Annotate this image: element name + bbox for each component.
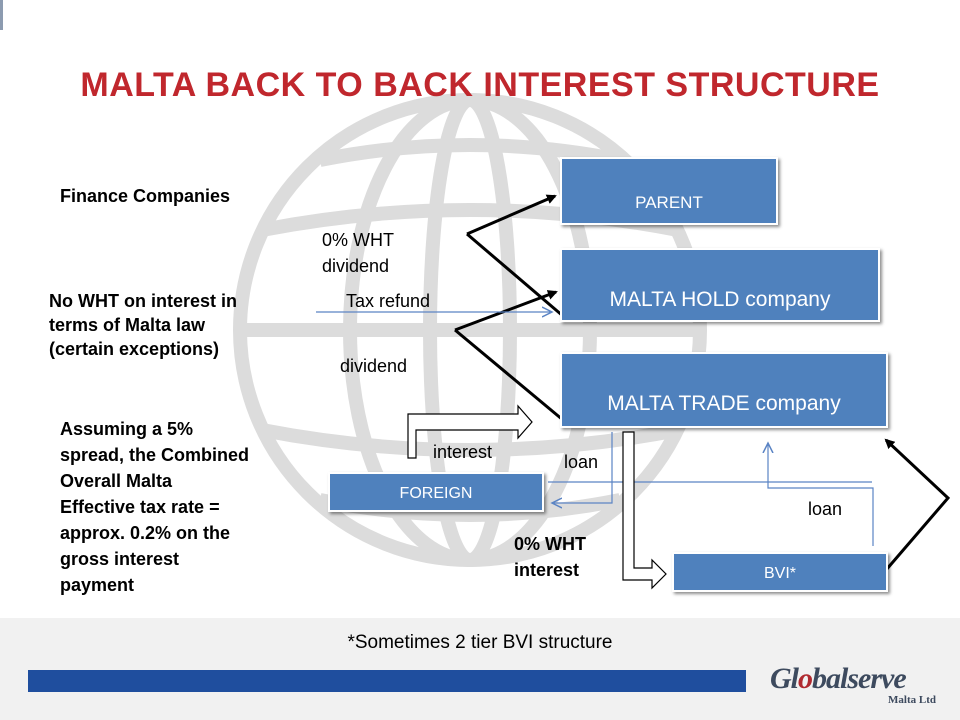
no-wht-line: (certain exceptions) bbox=[49, 339, 220, 359]
bvi-box: BVI* bbox=[672, 552, 888, 592]
wht-dividend-line: dividend bbox=[322, 256, 390, 276]
assuming-line: gross interest bbox=[60, 549, 180, 569]
globalserve-logo: Globalserve Malta Ltd bbox=[770, 662, 940, 710]
footer-band bbox=[0, 618, 960, 720]
assuming-line: spread, the Combined bbox=[60, 445, 250, 465]
arrow-to-hold bbox=[454, 290, 558, 332]
parent-box: PARENT bbox=[560, 157, 778, 225]
loan-label-right: loan bbox=[808, 499, 843, 519]
interest-to-bvi-hollow-arrow bbox=[622, 431, 667, 590]
interest-hollow-arrow bbox=[407, 404, 533, 459]
assuming-note: Assuming a 5% spread, the Combined Overa… bbox=[60, 416, 249, 598]
finance-companies-label: Finance Companies bbox=[60, 186, 231, 206]
assuming-line: Assuming a 5% bbox=[60, 419, 194, 439]
line-trade-to-lower-chevron bbox=[454, 328, 564, 422]
page-title: MALTA BACK TO BACK INTEREST STRUCTURE bbox=[80, 66, 880, 104]
malta-hold-box: MALTA HOLD company bbox=[560, 248, 880, 322]
wht-interest-line: interest bbox=[514, 560, 580, 580]
wht-interest-line: 0% WHT bbox=[514, 534, 586, 554]
bvi-to-trade-bracket bbox=[884, 438, 951, 571]
wht-dividend-label: 0% WHT dividend bbox=[322, 227, 394, 279]
logo-globe-o: o bbox=[798, 662, 813, 695]
assuming-line: payment bbox=[60, 575, 135, 595]
no-wht-note: No WHT on interest in terms of Malta law… bbox=[49, 289, 237, 361]
dividend-label: dividend bbox=[340, 356, 408, 376]
malta-hold-box-label: MALTA HOLD company bbox=[609, 288, 831, 311]
assuming-line: Overall Malta bbox=[60, 471, 173, 491]
malta-trade-box: MALTA TRADE company bbox=[560, 352, 888, 428]
tax-refund-label: Tax refund bbox=[346, 291, 431, 311]
parent-box-label: PARENT bbox=[635, 193, 703, 212]
interest-label: interest bbox=[433, 442, 493, 462]
line-hold-to-upper-chevron bbox=[466, 232, 564, 318]
logo-subtitle: Malta Ltd bbox=[888, 694, 936, 706]
foreign-box: FOREIGN bbox=[328, 472, 544, 512]
wht-interest-label: 0% WHT interest bbox=[514, 531, 586, 583]
foreign-box-label: FOREIGN bbox=[399, 485, 473, 502]
no-wht-line: No WHT on interest in bbox=[49, 291, 237, 311]
assuming-line: Effective tax rate = bbox=[60, 497, 220, 517]
bvi-loan-arrow bbox=[768, 443, 874, 546]
logo-wordmark: Globalserve bbox=[770, 662, 907, 695]
arrow-to-parent bbox=[466, 194, 557, 236]
wht-dividend-line: 0% WHT bbox=[322, 230, 394, 250]
globe-background bbox=[233, 93, 707, 567]
bvi-box-label: BVI* bbox=[763, 565, 796, 582]
slide-edge-bar bbox=[0, 0, 3, 30]
assuming-line: approx. 0.2% on the bbox=[60, 523, 231, 543]
footnote: *Sometimes 2 tier BVI structure bbox=[347, 632, 613, 653]
footer-blue-stripe bbox=[28, 670, 746, 692]
loan-label-upper: loan bbox=[564, 452, 599, 472]
malta-trade-box-label: MALTA TRADE company bbox=[607, 392, 841, 415]
no-wht-line: terms of Malta law bbox=[49, 315, 206, 335]
foreign-loan-arrow bbox=[552, 432, 613, 503]
